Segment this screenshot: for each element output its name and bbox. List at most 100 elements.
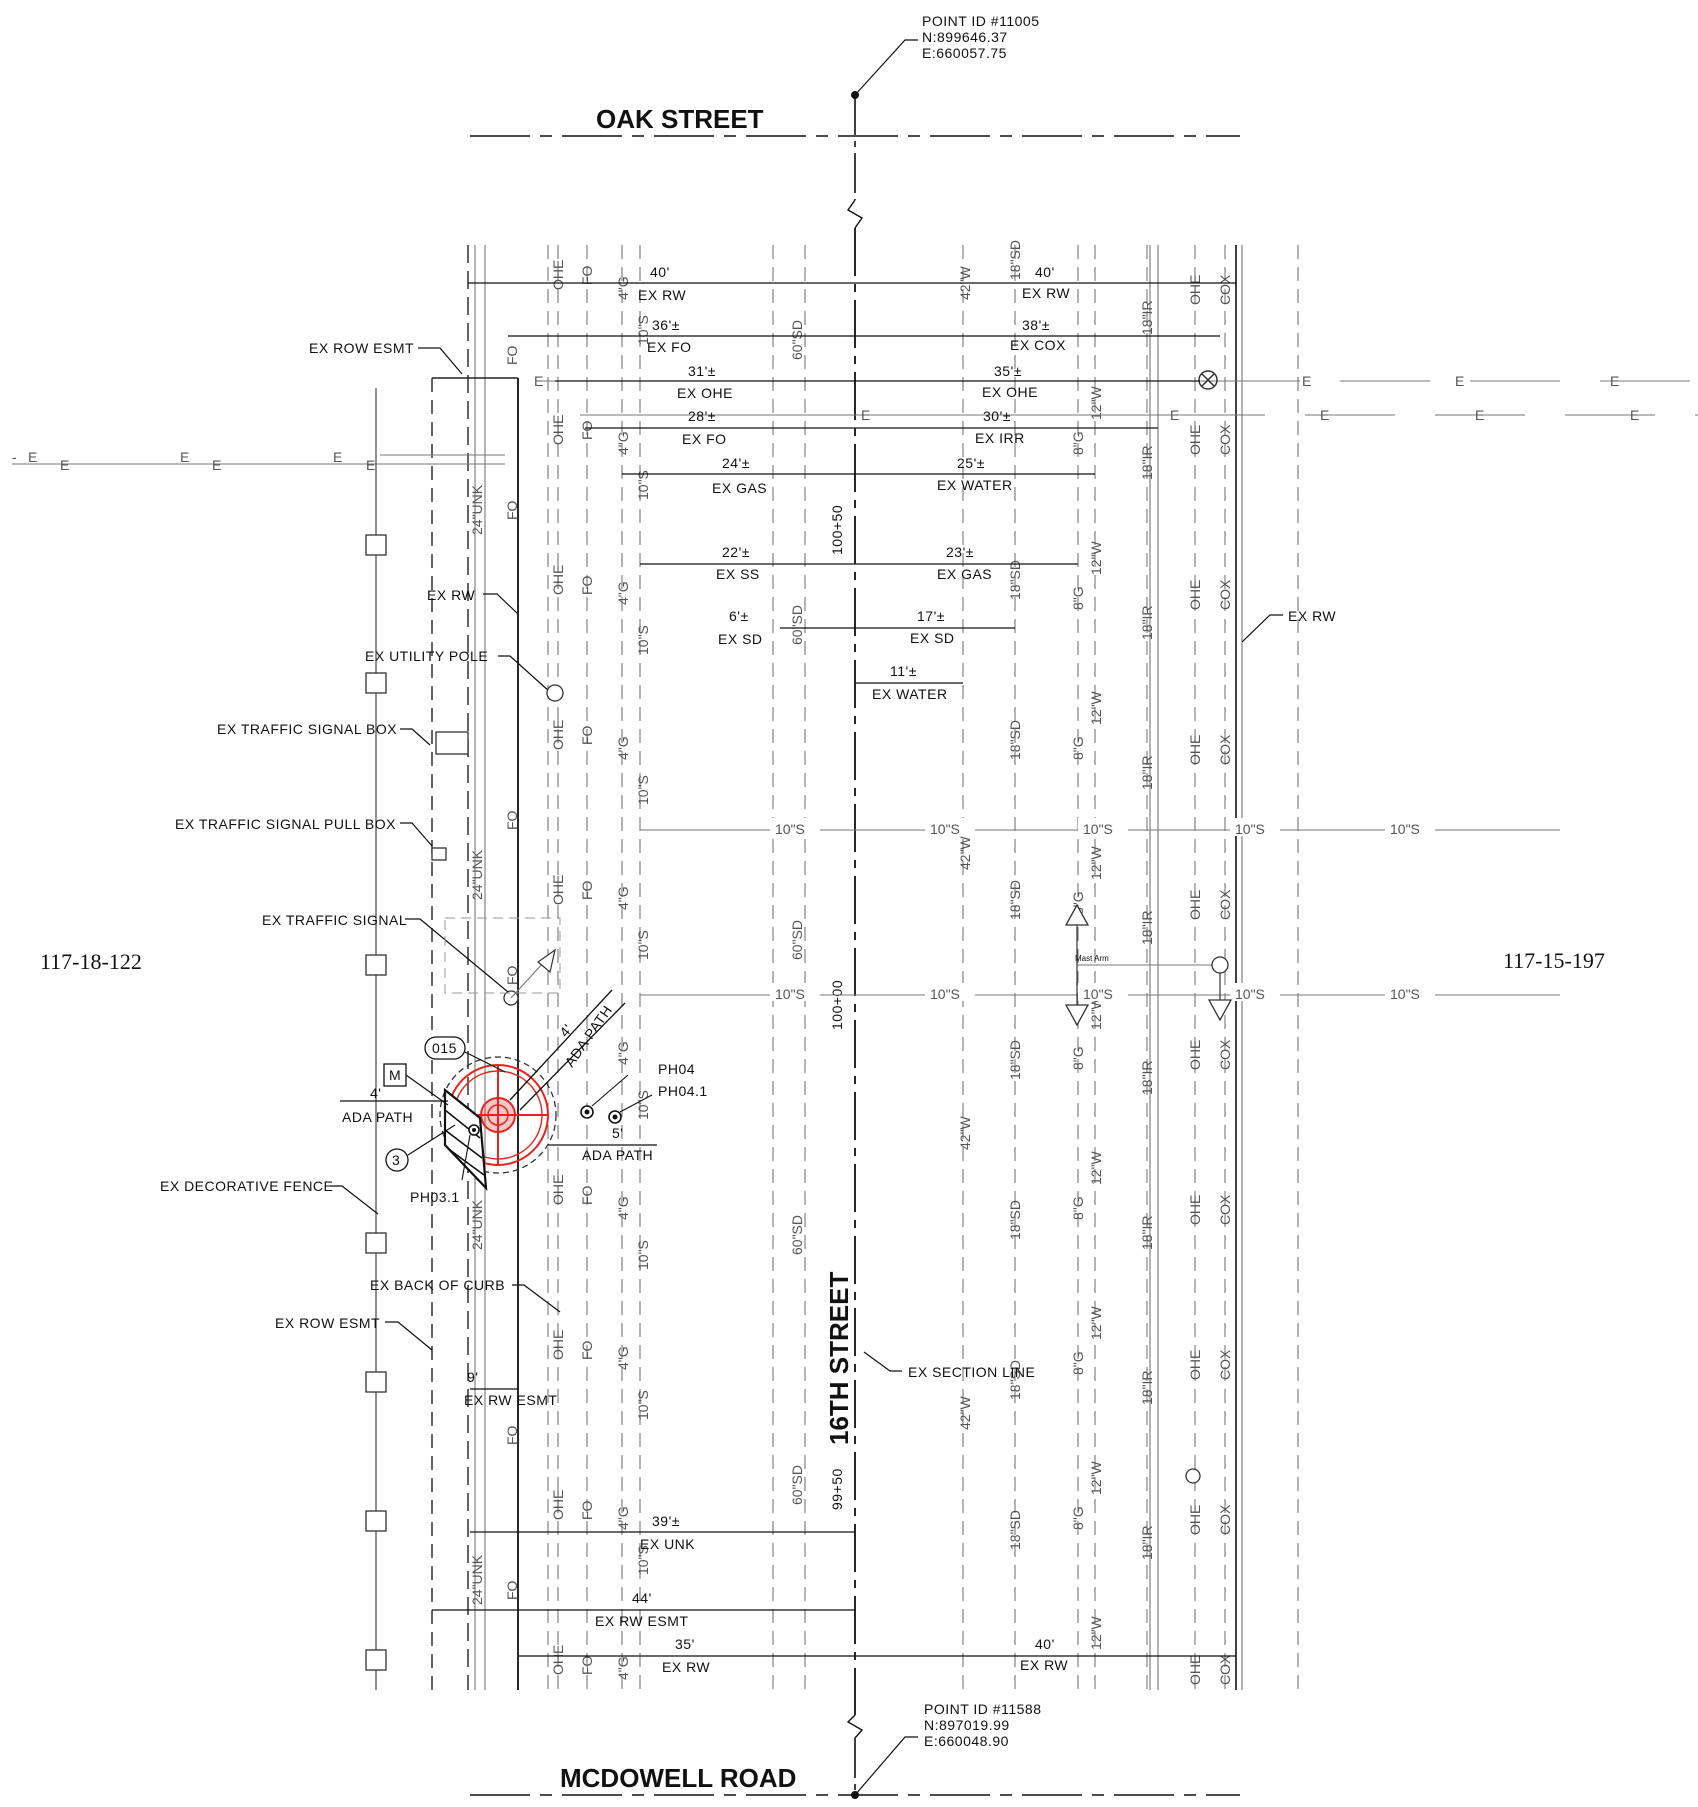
svg-text:31'±: 31'± bbox=[688, 363, 716, 379]
svg-text:4"G: 4"G bbox=[615, 886, 631, 910]
station-99-50: 99+50 bbox=[829, 1468, 845, 1510]
svg-text:60"SD: 60"SD bbox=[789, 320, 805, 360]
svg-text:FO: FO bbox=[504, 1580, 520, 1600]
svg-text:10"S: 10"S bbox=[635, 775, 651, 805]
svg-text:12"W: 12"W bbox=[1088, 540, 1104, 575]
svg-text:4"G: 4"G bbox=[615, 1346, 631, 1370]
svg-text:EX SD: EX SD bbox=[910, 630, 955, 646]
svg-text:FO: FO bbox=[504, 810, 520, 830]
tag-m: M bbox=[389, 1067, 401, 1083]
svg-text:18"IR: 18"IR bbox=[1139, 1060, 1155, 1095]
dimension-lines bbox=[432, 282, 1236, 1657]
svg-text:18"IR: 18"IR bbox=[1139, 1215, 1155, 1250]
svg-text:ADA PATH: ADA PATH bbox=[342, 1109, 413, 1125]
point-east: E:660057.75 bbox=[922, 45, 1007, 61]
row-lines bbox=[431, 245, 1299, 1690]
svg-text:COX: COX bbox=[1217, 1039, 1233, 1070]
svg-text:OHE: OHE bbox=[1187, 1040, 1203, 1070]
station-100-00: 100+00 bbox=[829, 980, 845, 1030]
svg-text:OHE: OHE bbox=[1187, 1655, 1203, 1685]
svg-text:24'±: 24'± bbox=[722, 455, 750, 471]
svg-text:18"SD: 18"SD bbox=[1007, 720, 1023, 760]
svg-text:EX SS: EX SS bbox=[716, 566, 760, 582]
svg-text:10"S: 10"S bbox=[635, 1240, 651, 1270]
svg-text:EX FO: EX FO bbox=[682, 431, 727, 447]
svg-text:18"IR: 18"IR bbox=[1139, 445, 1155, 480]
svg-text:24"UNK: 24"UNK bbox=[469, 1199, 485, 1250]
callouts: EX ROW ESMT EX RW EX UTILITY POLE EX TRA… bbox=[160, 340, 1336, 1380]
svg-text:OHE: OHE bbox=[1187, 275, 1203, 305]
svg-text:6'±: 6'± bbox=[729, 608, 749, 624]
svg-text:FO: FO bbox=[579, 575, 595, 595]
svg-text:8"G: 8"G bbox=[1070, 1506, 1086, 1530]
svg-text:EX RW: EX RW bbox=[638, 287, 686, 303]
svg-text:18"SD: 18"SD bbox=[1007, 1200, 1023, 1240]
svg-text:18"IR: 18"IR bbox=[1139, 300, 1155, 335]
svg-text:8"G: 8"G bbox=[1070, 1196, 1086, 1220]
svg-text:EX ROW ESMT: EX ROW ESMT bbox=[275, 1315, 380, 1331]
svg-text:FO: FO bbox=[504, 345, 520, 365]
svg-text:EX BACK OF CURB: EX BACK OF CURB bbox=[370, 1277, 505, 1293]
svg-text:8"G: 8"G bbox=[1070, 891, 1086, 915]
svg-text:EX RW ESMT: EX RW ESMT bbox=[464, 1392, 557, 1408]
svg-text:10"S: 10"S bbox=[1235, 986, 1265, 1002]
svg-text:OHE: OHE bbox=[550, 1330, 566, 1360]
svg-text:E: E bbox=[212, 457, 221, 473]
svg-text:EX UTILITY POLE: EX UTILITY POLE bbox=[365, 648, 488, 664]
svg-text:OHE: OHE bbox=[1187, 425, 1203, 455]
oak-street: OAK STREET bbox=[470, 104, 1240, 137]
ph041-label: PH04.1 bbox=[658, 1083, 708, 1099]
sewer-cross-lines: 10"S 10"S 10"S 10"S 10"S 10"S 10"S 10"S … bbox=[640, 818, 1560, 1002]
svg-text:8"G: 8"G bbox=[1070, 431, 1086, 455]
utility-lines bbox=[547, 245, 1226, 1690]
point-id-top: POINT ID #11005 N:899646.37 E:660057.75 bbox=[851, 13, 1039, 99]
svg-text:EX RW: EX RW bbox=[1020, 1657, 1068, 1673]
svg-text:COX: COX bbox=[1217, 579, 1233, 610]
svg-text:10"S: 10"S bbox=[1235, 821, 1265, 837]
station-100-50: 100+50 bbox=[829, 505, 845, 555]
svg-text:4"G: 4"G bbox=[615, 1506, 631, 1530]
tag-015: 015 bbox=[432, 1040, 457, 1056]
svg-text:FO: FO bbox=[504, 1425, 520, 1445]
svg-text:EX RW ESMT: EX RW ESMT bbox=[595, 1613, 688, 1629]
svg-text:10"S: 10"S bbox=[1083, 986, 1113, 1002]
svg-text:11'±: 11'± bbox=[890, 663, 917, 679]
svg-text:FO: FO bbox=[579, 1185, 595, 1205]
svg-text:COX: COX bbox=[1217, 274, 1233, 305]
svg-text:8"G: 8"G bbox=[1070, 1046, 1086, 1070]
svg-text:18"IR: 18"IR bbox=[1139, 1370, 1155, 1405]
svg-text:EX RW: EX RW bbox=[427, 587, 475, 603]
svg-text:EX WATER: EX WATER bbox=[937, 477, 1013, 493]
svg-text:E: E bbox=[1170, 407, 1179, 423]
street-name-16th: 16TH STREET bbox=[824, 1272, 854, 1445]
svg-text:E: E bbox=[861, 407, 870, 423]
svg-text:10"S: 10"S bbox=[775, 821, 805, 837]
svg-text:OHE: OHE bbox=[1187, 890, 1203, 920]
svg-text:EX GAS: EX GAS bbox=[937, 566, 992, 582]
mcdowell-road: MCDOWELL ROAD bbox=[470, 1763, 1240, 1796]
street-name-oak: OAK STREET bbox=[596, 104, 764, 134]
svg-text:44': 44' bbox=[632, 1590, 652, 1606]
svg-text:EX TRAFFIC SIGNAL: EX TRAFFIC SIGNAL bbox=[262, 912, 407, 928]
svg-text:10"S: 10"S bbox=[1083, 821, 1113, 837]
point-id-label: POINT ID #11588 bbox=[924, 1701, 1041, 1717]
tag-3: 3 bbox=[392, 1152, 400, 1168]
svg-text:FO: FO bbox=[579, 1655, 595, 1675]
svg-text:12"W: 12"W bbox=[1088, 1305, 1104, 1340]
svg-text:EX SD: EX SD bbox=[718, 631, 763, 647]
svg-text:18"SD: 18"SD bbox=[1007, 560, 1023, 600]
svg-text:OHE: OHE bbox=[1187, 1505, 1203, 1535]
svg-text:35'±: 35'± bbox=[994, 363, 1022, 379]
point-east: E:660048.90 bbox=[924, 1733, 1009, 1749]
svg-text:EX DECORATIVE FENCE: EX DECORATIVE FENCE bbox=[160, 1178, 333, 1194]
svg-text:FO: FO bbox=[579, 420, 595, 440]
svg-text:EX UNK: EX UNK bbox=[640, 1536, 695, 1552]
svg-text:10"S: 10"S bbox=[635, 315, 651, 345]
point-north: N:897019.99 bbox=[924, 1717, 1010, 1733]
svg-text:8"G: 8"G bbox=[1070, 736, 1086, 760]
svg-text:60"SD: 60"SD bbox=[789, 1215, 805, 1255]
svg-text:12"W: 12"W bbox=[1088, 385, 1104, 420]
svg-text:4"G: 4"G bbox=[615, 736, 631, 760]
svg-text:10"S: 10"S bbox=[635, 1390, 651, 1420]
svg-text:EX RW: EX RW bbox=[1288, 608, 1336, 624]
